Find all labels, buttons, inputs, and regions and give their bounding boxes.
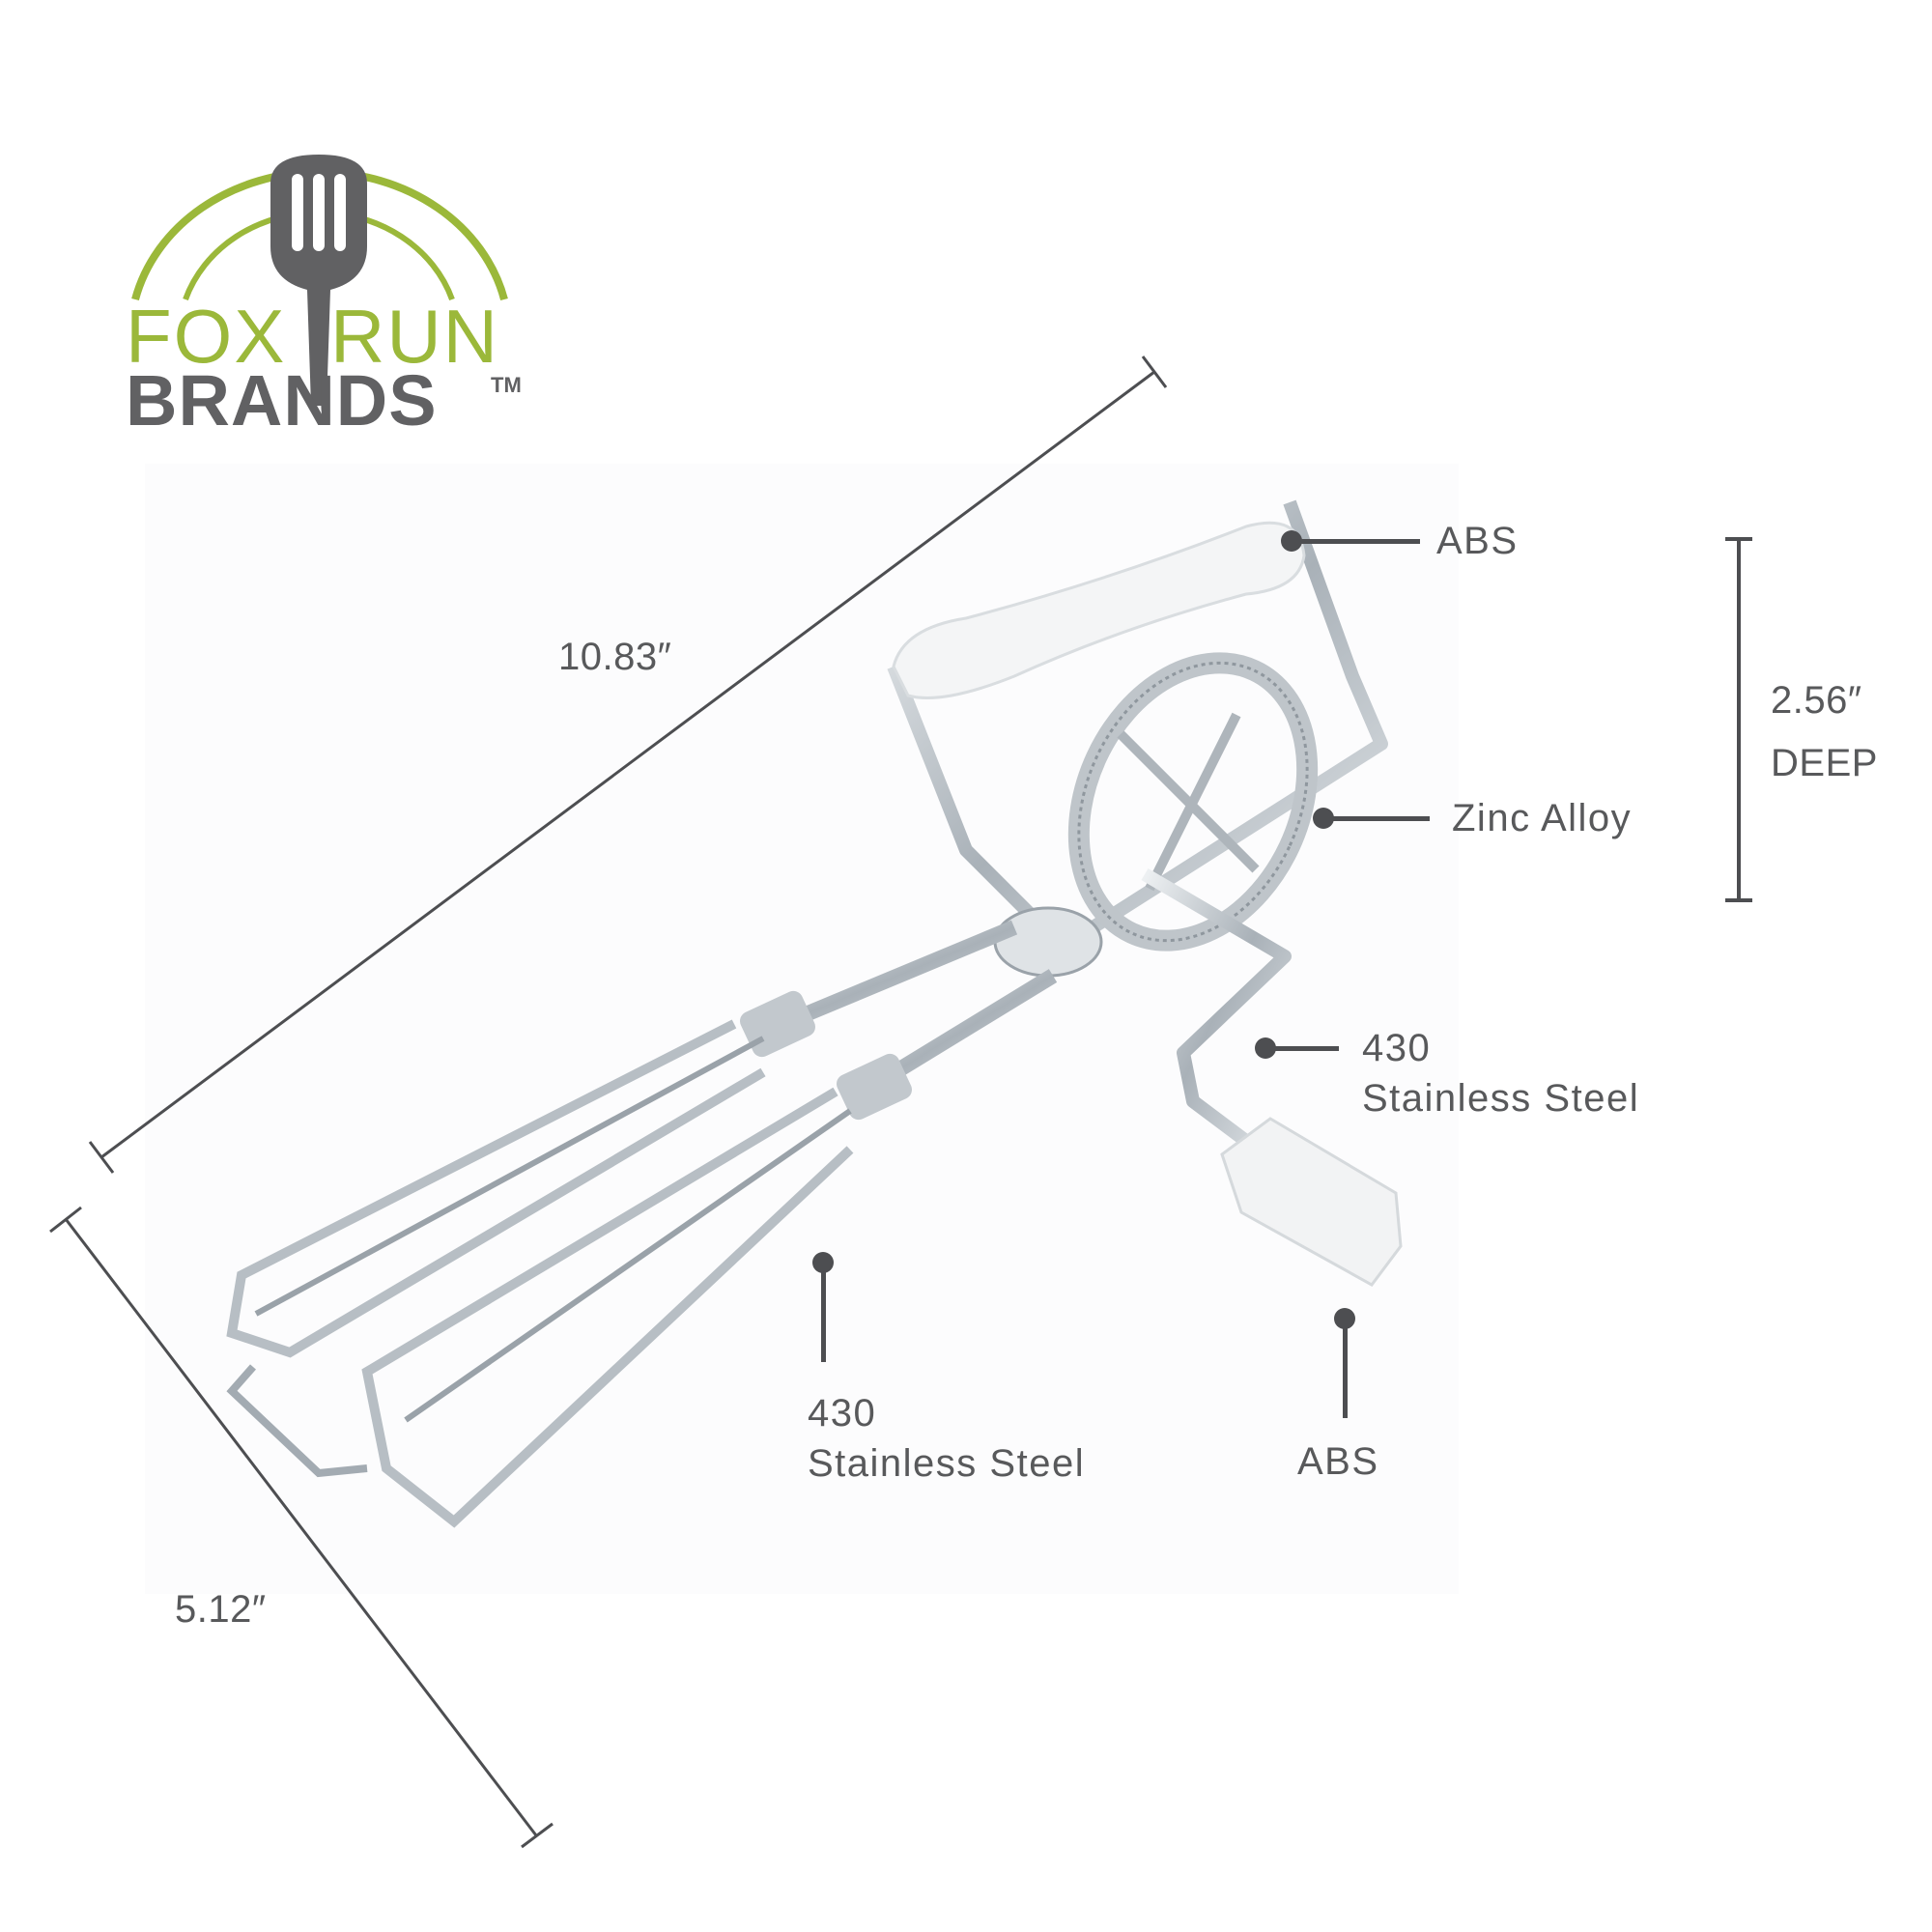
callout-leader-line: [1343, 1319, 1348, 1418]
length-dimension-label: 10.83″: [558, 636, 672, 678]
depth-dimension-label: DEEP: [1771, 742, 1878, 784]
callout-leader-line: [1323, 816, 1430, 821]
callout-label-line1: 430: [808, 1392, 877, 1435]
depth-dimension-value: 2.56″: [1771, 679, 1862, 722]
logo-arcs-spatula-icon: [131, 155, 508, 406]
logo-brands-text: BRANDS: [126, 360, 438, 440]
width-dimension-label: 5.12″: [175, 1588, 267, 1631]
callout-label: ABS: [1436, 520, 1519, 562]
depth-dimension-bracket: [1725, 537, 1752, 902]
egg-beater-icon: [226, 499, 1403, 1528]
callout-leader-line: [821, 1263, 826, 1362]
length-dimension-line: [88, 355, 1168, 1174]
callout-leader-line: [1292, 539, 1420, 544]
logo-trademark: TM: [491, 373, 522, 397]
logo-run-text: RUN: [330, 294, 499, 379]
callout-label: ABS: [1297, 1440, 1379, 1483]
callout-label-line1: 430: [1362, 1027, 1432, 1069]
callout-label-line2: Stainless Steel: [808, 1442, 1086, 1485]
callout-leader-line: [1265, 1046, 1339, 1051]
callout-label-line2: Stainless Steel: [1362, 1077, 1640, 1120]
callout-label: Zinc Alloy: [1452, 797, 1633, 839]
logo-fox-text: FOX: [126, 294, 287, 379]
width-dimension-line: [49, 1206, 554, 1849]
foxrun-brands-logo: FOX RUN BRANDS TM: [126, 126, 531, 440]
